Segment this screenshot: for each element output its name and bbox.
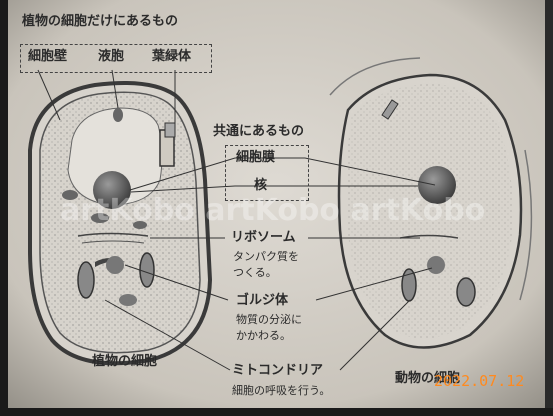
label-golgi: ゴルジ体 bbox=[236, 294, 288, 307]
ribosome-desc-2: つくる。 bbox=[233, 267, 277, 278]
date-stamp: 2022.07.12 bbox=[434, 374, 524, 389]
watermark: artKobo artKobo artKobo bbox=[60, 196, 485, 226]
animal-mitochondria-a bbox=[402, 269, 416, 301]
plant-only-heading: 植物の細胞だけにあるもの bbox=[22, 15, 178, 28]
common-heading: 共通にあるもの bbox=[213, 125, 304, 138]
plant-mitochondria-a bbox=[78, 262, 94, 298]
ribosome-desc-1: タンパク質を bbox=[233, 251, 299, 262]
golgi-desc-2: かかわる。 bbox=[236, 330, 291, 341]
label-ribosome: リボソーム bbox=[231, 231, 296, 244]
label-mitochondria: ミトコンドリア bbox=[232, 364, 323, 377]
mitochondria-desc: 細胞の呼吸を行う。 bbox=[232, 385, 330, 396]
label-cell-wall: 細胞壁 bbox=[28, 50, 67, 63]
label-chloroplast: 葉緑体 bbox=[152, 50, 191, 63]
golgi-desc-1: 物質の分泌に bbox=[236, 314, 302, 325]
animal-mitochondria-b bbox=[457, 278, 475, 306]
label-cell-membrane: 細胞膜 bbox=[236, 151, 275, 164]
label-vacuole: 液胞 bbox=[98, 50, 124, 63]
plant-mitochondria-b bbox=[140, 253, 154, 287]
plant-cell-label: 植物の細胞 bbox=[92, 355, 157, 368]
label-nucleus: 核 bbox=[254, 179, 267, 192]
